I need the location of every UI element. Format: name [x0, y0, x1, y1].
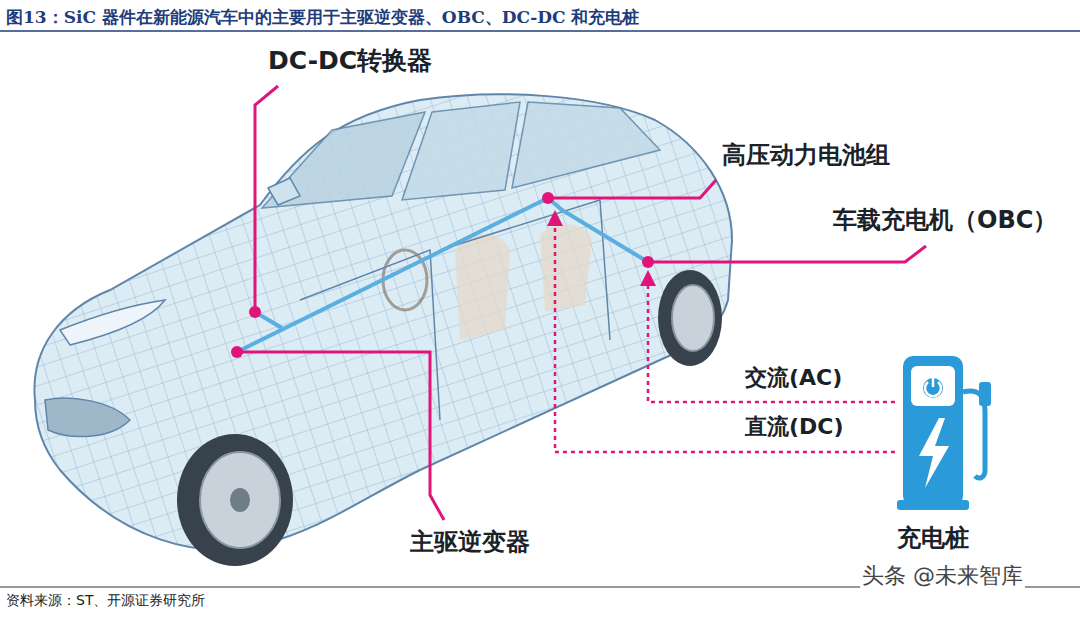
component-label: 主驱逆变器 — [408, 527, 532, 557]
leader-dot — [231, 192, 654, 358]
watermark: 头条 @未来智库 — [860, 562, 1025, 590]
source-caption: 资料来源：ST、开源证券研究所 — [6, 592, 205, 610]
charging-pile-icon — [895, 352, 1005, 514]
leader-line — [237, 86, 926, 520]
current-label: 直流(DC) — [743, 413, 846, 441]
title-rule — [0, 30, 1080, 32]
current-label: 交流(AC) — [743, 364, 844, 392]
charging-path — [555, 222, 895, 452]
component-label: DC-DC转换器 — [266, 45, 434, 76]
component-label: 车载充电机（OBC） — [831, 205, 1059, 235]
car-body — [0, 60, 760, 580]
figure-title: 图13：SiC 器件在新能源汽车中的主要用于主驱逆变器、OBC、DC-DC 和充… — [6, 6, 639, 29]
arrow-head — [547, 210, 656, 286]
power-line — [237, 198, 648, 352]
component-label: 高压动力电池组 — [720, 140, 892, 170]
node-label: 充电桩 — [897, 522, 969, 554]
